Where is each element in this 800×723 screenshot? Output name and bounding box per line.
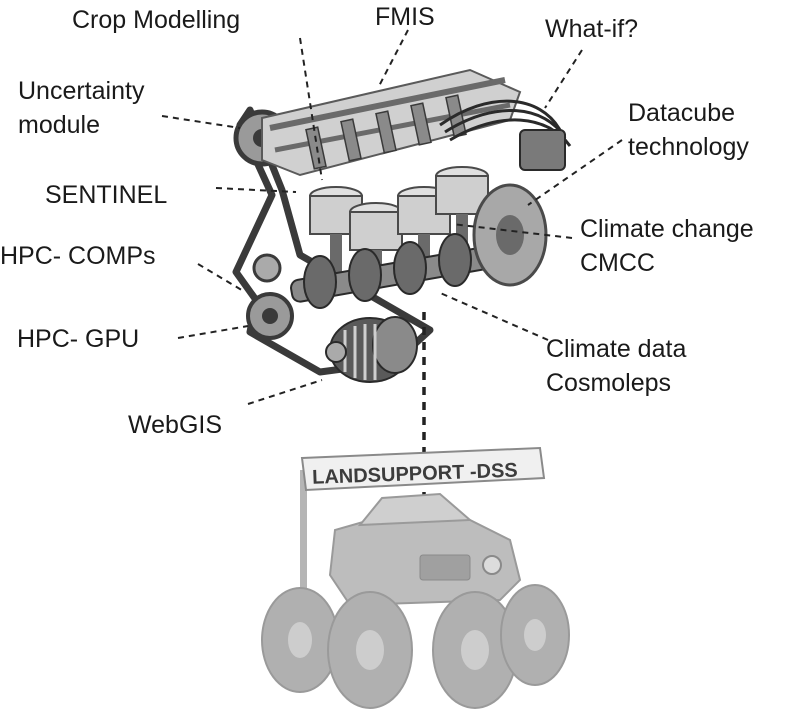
sentinel-text: SENTINEL bbox=[45, 181, 168, 209]
label-climate-change: Climate change CMCC bbox=[580, 212, 754, 280]
wheel-hubs bbox=[288, 619, 546, 670]
leader-hpc-comps bbox=[197, 263, 246, 293]
what-if-text: What-if? bbox=[545, 15, 639, 43]
ignition-wires bbox=[439, 99, 562, 131]
label-sentinel: SENTINEL bbox=[45, 178, 167, 212]
leader-fmis bbox=[377, 29, 409, 89]
leader-uncertainty bbox=[161, 115, 241, 129]
vehicle-icon: LANDSUPPORT -DSS bbox=[261, 446, 570, 709]
leader-climate-change bbox=[451, 223, 573, 239]
leader-webgis bbox=[247, 379, 323, 405]
timing-belt bbox=[232, 106, 434, 376]
uncertainty-line1: Uncertainty bbox=[18, 77, 145, 105]
label-uncertainty-module: Uncertainty module bbox=[18, 74, 144, 142]
label-datacube-technology: Datacube technology bbox=[628, 96, 749, 164]
label-fmis: FMIS bbox=[375, 0, 435, 34]
car-grille bbox=[419, 554, 471, 581]
label-webgis: WebGIS bbox=[128, 408, 222, 442]
crop-modelling-text: Crop Modelling bbox=[72, 6, 241, 34]
pistons bbox=[309, 166, 489, 251]
alternator bbox=[325, 316, 418, 383]
uncertainty-line2: module bbox=[18, 111, 100, 139]
climate-change-line1: Climate change bbox=[580, 215, 754, 243]
hpc-comps-text: HPC- COMPs bbox=[0, 242, 156, 270]
leader-crop-modelling bbox=[299, 37, 323, 181]
leader-what-if bbox=[544, 49, 583, 109]
label-what-if: What-if? bbox=[545, 12, 638, 46]
leader-sentinel bbox=[215, 187, 297, 193]
coil-pack bbox=[519, 129, 566, 171]
banner-flag bbox=[300, 446, 546, 492]
leader-climate-data bbox=[437, 291, 549, 341]
label-crop-modelling: Crop Modelling bbox=[72, 3, 240, 37]
climate-data-line2: Cosmoleps bbox=[546, 369, 672, 397]
label-hpc-comps: HPC- COMPs bbox=[0, 239, 156, 273]
pulley-upper bbox=[252, 253, 282, 283]
datacube-line1: Datacube bbox=[628, 99, 736, 127]
car-headlight bbox=[482, 555, 502, 575]
webgis-text: WebGIS bbox=[128, 411, 223, 439]
car-cab bbox=[357, 492, 473, 527]
leader-datacube bbox=[527, 139, 623, 206]
car-wheels bbox=[261, 584, 570, 709]
fmis-text: FMIS bbox=[375, 3, 435, 31]
climate-change-line2: CMCC bbox=[580, 249, 655, 277]
leader-hpc-gpu bbox=[177, 325, 249, 339]
leader-lines bbox=[161, 29, 623, 520]
label-climate-data: Climate data Cosmoleps bbox=[546, 332, 686, 400]
engine-icon bbox=[232, 68, 572, 383]
label-hpc-gpu: HPC- GPU bbox=[17, 322, 139, 356]
valve-train bbox=[305, 94, 467, 170]
climate-data-line1: Climate data bbox=[546, 335, 687, 363]
datacube-line2: technology bbox=[628, 133, 749, 161]
hpc-gpu-text: HPC- GPU bbox=[17, 325, 140, 353]
banner-pole bbox=[300, 470, 307, 600]
